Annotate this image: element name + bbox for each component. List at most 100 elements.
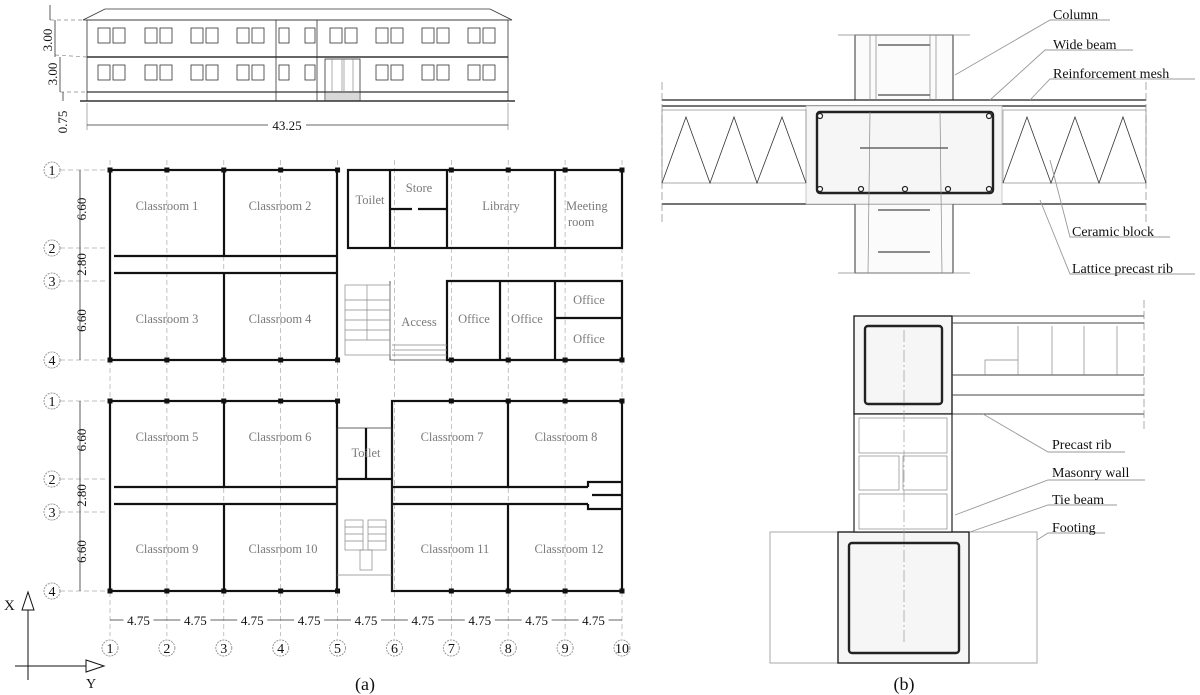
grid-label-y: 2: [49, 473, 56, 488]
column-marker: [505, 588, 511, 594]
label-precast-rib: Precast rib: [1052, 438, 1111, 453]
room-label-toilet: Toilet: [356, 193, 386, 207]
label-reinforcement-mesh: Reinforcement mesh: [1053, 67, 1169, 82]
grid-bubble: [43, 161, 61, 179]
label-column: Column: [1053, 8, 1098, 23]
window: [375, 27, 389, 44]
room-label-classroom-7: Classroom 7: [421, 430, 484, 444]
grid-label-y: 3: [49, 506, 56, 521]
grid-bubble: [43, 351, 61, 369]
column-marker: [505, 398, 511, 404]
room-label-classroom-2: Classroom 2: [249, 199, 312, 213]
foundation-detail: Precast rib Masonry wall Tie beam Footin…: [769, 300, 1145, 695]
room-label-classroom-4: Classroom 4: [249, 312, 313, 326]
grid-label-x: 7: [448, 642, 455, 657]
bay-dimension: 4.75: [298, 613, 321, 628]
column-marker: [562, 167, 568, 173]
masonry-wall: [853, 413, 953, 533]
window: [205, 64, 219, 81]
room-label-classroom-5: Classroom 5: [136, 430, 199, 444]
width-dimension: 43.25: [272, 118, 301, 133]
room-label-classroom-1: Classroom 1: [136, 199, 199, 213]
entrance-door: [324, 58, 361, 102]
column-marker: [448, 167, 454, 173]
row-dimension: 6.60: [74, 540, 89, 563]
window: [304, 64, 316, 81]
column-marker: [505, 167, 511, 173]
window: [436, 64, 450, 81]
grid-bubble: [101, 639, 119, 657]
grid-bubble: [215, 639, 233, 657]
label-ceramic-block: Ceramic block: [1072, 225, 1154, 240]
label-wide-beam: Wide beam: [1053, 38, 1117, 53]
bay-dimension: 4.75: [412, 613, 435, 628]
room-label-classroom-10: Classroom 10: [248, 542, 317, 556]
room-label-access: Access: [401, 315, 437, 329]
bay-dimension: 4.75: [468, 613, 491, 628]
window: [482, 64, 496, 81]
ceramic-block-right: [1002, 109, 1147, 185]
room-label-meeting-room: Meeting: [566, 199, 608, 213]
precast-rib: [952, 315, 1144, 415]
room-label-classroom-11: Classroom 11: [421, 542, 490, 556]
window: [329, 27, 343, 44]
stair: [337, 519, 392, 576]
column-marker: [448, 357, 454, 363]
grid-label-x: 2: [163, 642, 170, 657]
window: [251, 27, 265, 44]
tie-beam: [837, 531, 970, 664]
window: [97, 27, 111, 44]
window: [278, 27, 290, 44]
room-label-classroom-6: Classroom 6: [249, 430, 312, 444]
row-dimension: 6.60: [74, 429, 89, 452]
room-label-store: Store: [406, 181, 433, 195]
window: [205, 27, 219, 44]
grid-bubble: [385, 639, 403, 657]
grid-label-x: 9: [562, 642, 569, 657]
height-dimension: 3.00: [45, 63, 60, 86]
grid-bubble: [43, 239, 61, 257]
grid-label-x: 1: [107, 642, 114, 657]
ceramic-block-left: [661, 109, 807, 185]
window: [190, 27, 204, 44]
column-marker: [619, 588, 625, 594]
grid-label-y: 2: [49, 242, 56, 257]
facade: [86, 19, 509, 102]
row-dimension: 2.80: [74, 484, 89, 507]
column-marker: [164, 588, 170, 594]
column-marker: [107, 398, 113, 404]
grid-lines: [60, 160, 623, 636]
column-marker: [221, 357, 227, 363]
grid-bubble: [158, 639, 176, 657]
column-marker: [107, 167, 113, 173]
bay-dimension: 4.75: [241, 613, 264, 628]
column-markers: [107, 167, 625, 594]
grid-bubble: [442, 639, 460, 657]
window: [112, 27, 126, 44]
window: [467, 64, 481, 81]
room-label-meeting-room-line2: room: [568, 215, 595, 229]
column-marker: [619, 357, 625, 363]
column-marker: [448, 398, 454, 404]
upper-column: [854, 34, 954, 101]
column-marker: [278, 357, 284, 363]
height-dimension: 3.00: [40, 29, 55, 52]
room-label-office: Office: [511, 312, 543, 326]
grid-bubble: [329, 639, 347, 657]
window: [190, 64, 204, 81]
column-marker: [335, 167, 341, 173]
column-marker: [335, 398, 341, 404]
row-dimension: 6.60: [74, 309, 89, 332]
window: [144, 27, 158, 44]
room-label-office: Office: [573, 293, 605, 307]
axis-indicator: X Y: [4, 590, 106, 692]
column-marker: [221, 398, 227, 404]
grid-label-y: 1: [49, 164, 56, 179]
axis-y-label: Y: [86, 677, 96, 692]
label-lattice-precast-rib: Lattice precast rib: [1072, 262, 1173, 277]
grid-label-y: 3: [49, 275, 56, 290]
grid-bubble: [43, 503, 61, 521]
